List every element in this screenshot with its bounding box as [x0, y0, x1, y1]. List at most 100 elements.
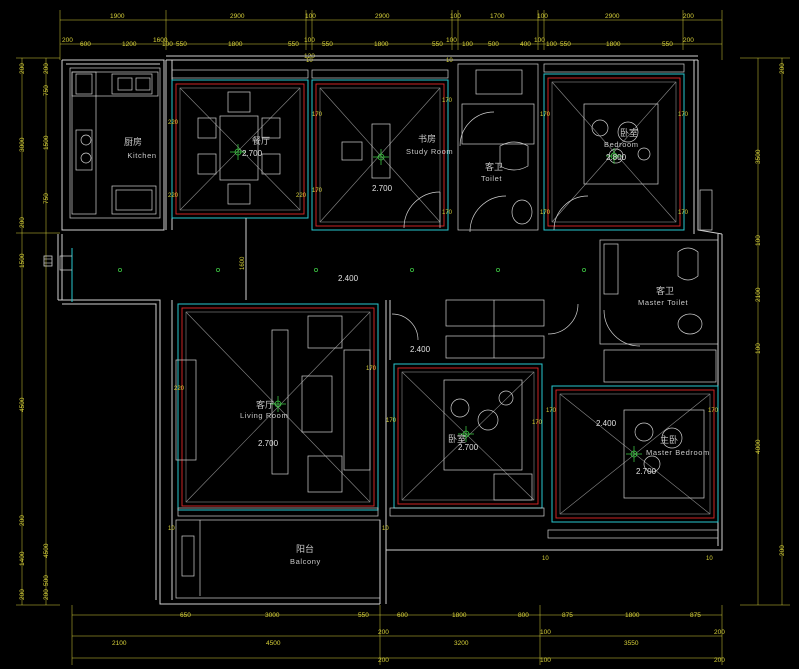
dim-label: 100	[540, 629, 551, 636]
bedroom-top: 卧室 Bedroom 2.800	[543, 63, 685, 231]
dim-label: 4000	[755, 439, 762, 454]
room-label-bedroom-zh: 卧室	[620, 127, 638, 139]
dim-label: 200	[779, 63, 786, 74]
dim-label: 100	[450, 13, 461, 20]
dim-label: 200	[683, 37, 694, 44]
dim-label: 100	[537, 13, 548, 20]
tag: 170	[540, 112, 551, 118]
dim-label: 4500	[43, 543, 50, 558]
room-label-master-toilet-en: Master Toilet	[638, 298, 688, 307]
tag: 170	[708, 408, 719, 414]
room-label-study-zh: 书房	[418, 133, 436, 145]
room-label-toilet-zh: 客卫	[485, 161, 503, 173]
dim-label: 100	[304, 37, 315, 44]
study-room: 书房 Study Room 2.700	[311, 69, 453, 231]
dim-label: 200	[683, 13, 694, 20]
dimension-labels-bottom: 650 3000 550 600 1800 800 875 1800 875 2…	[112, 612, 725, 664]
dim-label: 200	[43, 589, 50, 600]
room-label-toilet-en: Toilet	[481, 174, 502, 183]
dim-label: 100	[546, 41, 557, 48]
room-label-living-zh: 客厅	[256, 399, 274, 411]
dim-label: 1800	[228, 41, 243, 48]
tag: 1600	[240, 256, 246, 270]
tag: 170	[366, 366, 377, 372]
dim-label: 600	[397, 612, 408, 619]
dim-label: 200	[43, 63, 50, 74]
dim-label: 600	[80, 41, 91, 48]
dim-label: 800	[518, 612, 529, 619]
tag: 10	[706, 556, 713, 562]
balcony: 阳台 Balcony	[175, 519, 381, 599]
dim-label: 3200	[454, 640, 469, 647]
tag: 220	[168, 120, 179, 126]
hallway: 2.400	[385, 299, 579, 520]
dim-label: 1800	[625, 612, 640, 619]
dim-label: 200	[378, 657, 389, 664]
ceiling-height-study: 2.700	[372, 184, 393, 193]
ceiling-height-hall: 2.400	[410, 345, 431, 354]
kitchen: 厨房 Kitchen	[69, 67, 161, 219]
dim-label: 1800	[606, 41, 621, 48]
dim-label: 550	[288, 41, 299, 48]
dim-label: 1400	[19, 551, 26, 566]
room-label-bedroom-en: Bedroom	[604, 140, 639, 149]
room-label-balcony-zh: 阳台	[296, 543, 314, 555]
tag: 170	[678, 210, 689, 216]
dim-label: 1800	[452, 612, 467, 619]
dim-label: 1500	[19, 253, 26, 268]
room-label-master-toilet-zh: 客卫	[656, 285, 674, 297]
dim-label: 200	[19, 589, 26, 600]
dimension-labels-right: 200 3500 100 2100 100 4000 200	[755, 63, 786, 556]
ceiling-height-master: 2.700	[636, 467, 657, 476]
dim-label: 550	[358, 612, 369, 619]
dim-label: 500	[488, 41, 499, 48]
dim-label: 650	[180, 612, 191, 619]
dim-label: 3550	[624, 640, 639, 647]
tag: 170	[442, 210, 453, 216]
ceiling-height-dining: 2.700	[242, 149, 263, 158]
ceiling-height-bedroom: 2.800	[606, 153, 627, 162]
dim-label: 750	[43, 193, 50, 204]
dim-label: 200	[714, 657, 725, 664]
dim-label: 875	[690, 612, 701, 619]
dim-label: 500	[43, 575, 50, 586]
tag: 170	[312, 188, 323, 194]
guest-toilet: 客卫 Toilet	[457, 63, 539, 233]
room-label-kitchen-zh: 厨房	[124, 136, 142, 148]
dim-label: 2900	[605, 13, 620, 20]
dim-label: 100	[446, 37, 457, 44]
dim-label: 200	[378, 629, 389, 636]
dining-room: 餐厅 2.700	[171, 69, 309, 219]
entrance-marker-icon	[43, 255, 53, 267]
dim-label: 3000	[19, 137, 26, 152]
dim-label: 4500	[266, 640, 281, 647]
dim-label: 200	[19, 217, 26, 228]
dim-label: 1200	[122, 41, 137, 48]
tag-labels: 220 220 220 220 170 170 170 170 170 170 …	[168, 58, 719, 562]
tag: 220	[296, 193, 307, 199]
master-toilet: 客卫 Master Toilet	[599, 239, 719, 347]
tag: 170	[386, 418, 397, 424]
tag: 220	[174, 386, 185, 392]
tag: 10	[306, 58, 313, 64]
dim-label: 2900	[375, 13, 390, 20]
tag: 170	[546, 408, 557, 414]
living-room: 客厅 Living Room 2.700	[175, 303, 379, 517]
dim-label: 200	[62, 37, 73, 44]
tag: 10	[168, 526, 175, 532]
tag: 10	[542, 556, 549, 562]
dim-label: 400	[520, 41, 531, 48]
dim-label: 100	[305, 13, 316, 20]
dim-label: 2100	[755, 287, 762, 302]
dimension-labels-top: 1900 2900 100 2900 100 1700 100 2900 200…	[62, 13, 694, 60]
ceiling-height-living: 2.700	[258, 439, 279, 448]
dim-label: 3500	[755, 149, 762, 164]
dim-label: 875	[562, 612, 573, 619]
dim-label: 200	[714, 629, 725, 636]
room-label-balcony-en: Balcony	[290, 557, 321, 566]
tag: 170	[532, 420, 543, 426]
dim-label: 1700	[490, 13, 505, 20]
dim-label: 1900	[110, 13, 125, 20]
dim-label: 550	[432, 41, 443, 48]
